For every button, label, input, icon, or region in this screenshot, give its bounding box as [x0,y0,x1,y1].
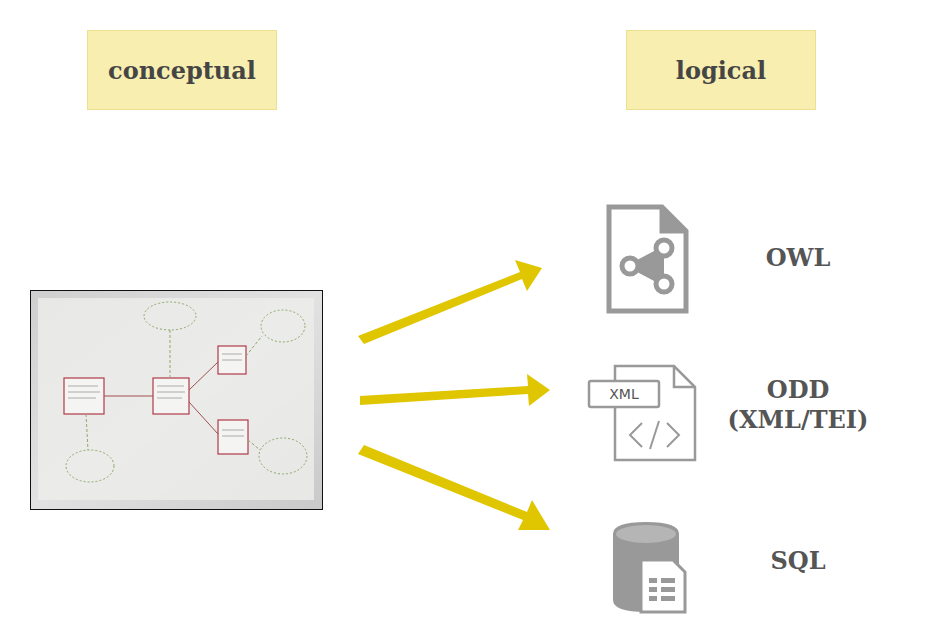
heading-box: conceptual [87,30,277,110]
xml-file-icon [589,366,695,460]
column-heading: logical [676,56,766,85]
icon-tag-text: XML [591,384,657,404]
sketch-photo [31,291,323,510]
format-label: OWL [718,243,878,273]
database-icon [613,522,685,612]
column-heading: conceptual [108,56,256,85]
owl-file-icon [609,207,686,311]
heading-box: logical [626,30,816,110]
format-label: SQL [718,546,878,576]
format-label: ODD (XML/TEI) [718,375,878,435]
mapping-arrows [358,260,550,530]
